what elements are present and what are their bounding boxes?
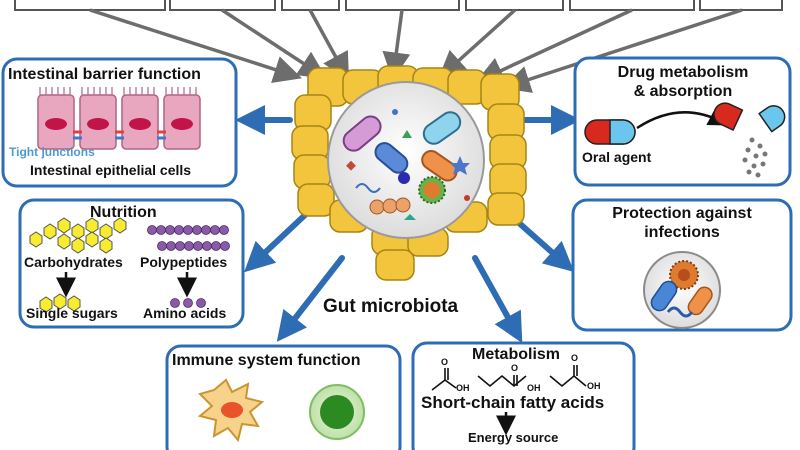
carbohydrates-label: Carbohydrates [24, 254, 123, 270]
single-sugar-hexagons [39, 293, 81, 313]
lymphocyte-cell [309, 384, 365, 440]
powder-dots [742, 137, 768, 178]
metabolism-title: Metabolism [472, 346, 561, 363]
immune-title: Immune system function [172, 352, 361, 369]
energy-source-label: Energy source [468, 430, 559, 445]
drug-title-line1: Drug metabolism [617, 64, 749, 81]
panel-barrier [1, 57, 238, 188]
top-cut-boxes [14, 0, 783, 11]
panel-protection [571, 198, 793, 332]
oral-agent-label: Oral agent [582, 149, 652, 165]
oral-agent-capsule [584, 119, 636, 145]
gray-input-arrows [89, 8, 743, 93]
protection-title-line2: infections [644, 224, 720, 241]
single-sugars-label: Single sugars [26, 305, 118, 321]
metabolism-oh1: OH [456, 383, 470, 393]
carbohydrate-hexagons [29, 217, 127, 254]
polypeptides-label: Polypeptides [140, 254, 228, 270]
metabolism-o1: O [441, 357, 449, 367]
panel-metabolism [411, 341, 636, 450]
fatty-acid-structures [431, 365, 587, 391]
dendritic-cell [197, 378, 265, 443]
metabolism-o3: O [571, 353, 579, 363]
panel-immune [165, 344, 402, 450]
protection-dish [643, 251, 721, 329]
metabolism-oh3: OH [587, 381, 601, 391]
nutrition-title: Nutrition [90, 204, 157, 221]
amino-acids-label: Amino acids [143, 305, 227, 321]
drug-title-line2: & absorption [633, 83, 733, 100]
protection-title-line1: Protection against [612, 205, 752, 222]
panel-nutrition [18, 198, 245, 329]
amino-acid-beads [170, 298, 206, 308]
epithelial-cells-label: Intestinal epithelial cells [30, 162, 192, 178]
metabolism-o2: O [511, 363, 519, 373]
capsule-arrow [636, 107, 729, 130]
opened-capsule [713, 102, 786, 133]
barrier-title: Intestinal barrier function [8, 66, 201, 83]
microbiota-dish [327, 81, 485, 239]
polypeptide-beads [147, 225, 230, 251]
metabolism-oh2: OH [527, 383, 541, 393]
panel-drug [573, 56, 792, 187]
scfa-label: Short-chain fatty acids [421, 393, 605, 412]
tight-junctions-label: Tight junctions [9, 145, 95, 159]
epithelial-cells [37, 87, 201, 150]
gut-microbiota-label: Gut microbiota [323, 296, 459, 317]
